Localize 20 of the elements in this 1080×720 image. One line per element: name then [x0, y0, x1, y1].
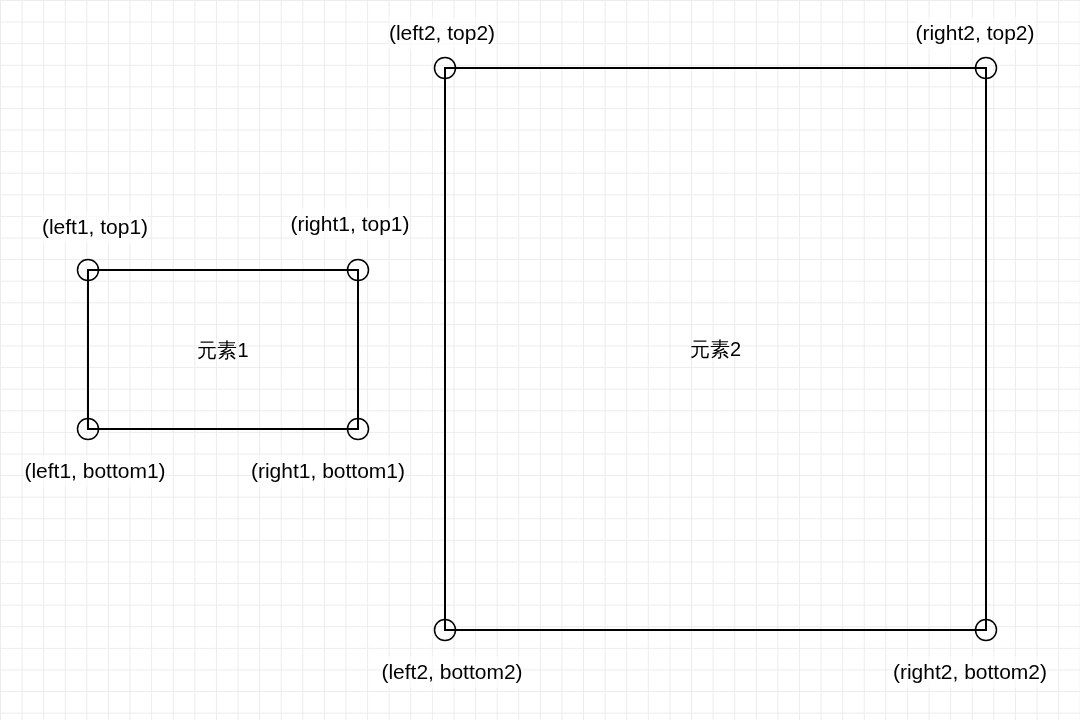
element-rectangle [444, 67, 987, 631]
element-label: 元素2 [689, 337, 742, 362]
element-rectangle [87, 269, 359, 430]
coordinate-label: (left1, bottom1) [24, 455, 166, 487]
corner-circle [346, 417, 370, 441]
element-label: 元素1 [197, 337, 249, 363]
coordinate-label: (left1, top1) [41, 211, 149, 243]
coordinate-label: (right1, bottom1) [250, 455, 406, 487]
corner-circle [433, 618, 457, 642]
corner-circle [974, 618, 998, 642]
coordinate-label: (left2, top2) [388, 17, 496, 49]
coordinate-label: (left2, bottom2) [381, 656, 523, 688]
coordinate-label: (right2, top2) [915, 17, 1035, 49]
coordinate-label: (right2, bottom2) [892, 656, 1048, 688]
corner-circle [76, 258, 100, 282]
corner-circle [433, 56, 457, 80]
corner-circle [974, 56, 998, 80]
corner-circle [346, 258, 370, 282]
corner-circle [76, 417, 100, 441]
coordinate-label: (right1, top1) [290, 208, 410, 240]
